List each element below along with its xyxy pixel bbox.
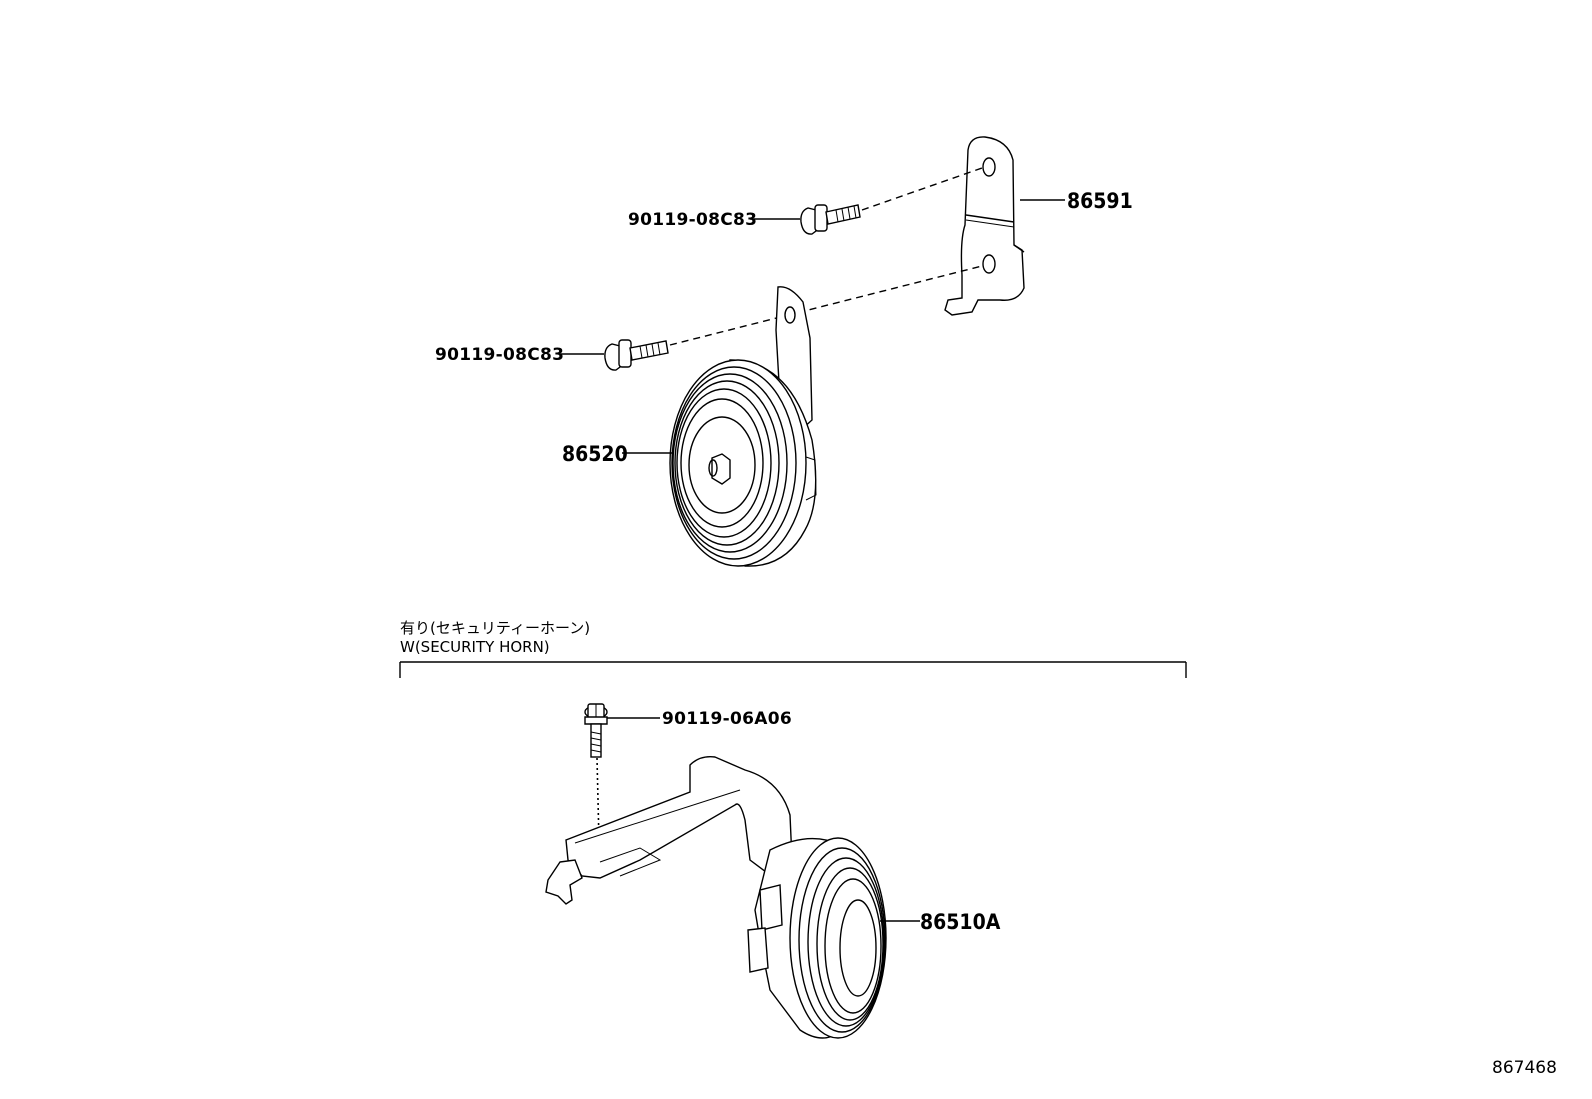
section-bracket-line bbox=[399, 661, 1187, 678]
label-bolt-upper: 90119-08C83 bbox=[628, 210, 757, 230]
label-86591: 86591 bbox=[1067, 189, 1133, 213]
dashed-guide-lower bbox=[669, 265, 983, 346]
bolt-upper-drawing bbox=[800, 204, 861, 235]
bolt-lower-drawing bbox=[604, 339, 669, 371]
bolt-security-drawing bbox=[584, 703, 608, 758]
section-caption-jp: 有り(セキュリティーホーン) bbox=[400, 619, 590, 637]
figure-number: 867468 bbox=[1492, 1058, 1557, 1078]
bracket-86591-drawing bbox=[944, 136, 1025, 316]
label-86510a: 86510A bbox=[920, 910, 1001, 934]
label-bolt-security: 90119-06A06 bbox=[662, 709, 792, 729]
label-86520: 86520 bbox=[562, 442, 628, 466]
section-caption-en: W(SECURITY HORN) bbox=[400, 638, 550, 656]
dashed-guide-upper bbox=[861, 167, 983, 211]
horn-86520-drawing bbox=[669, 286, 817, 567]
security-horn-86510a-drawing bbox=[545, 755, 887, 1039]
label-bolt-lower: 90119-08C83 bbox=[435, 345, 564, 365]
